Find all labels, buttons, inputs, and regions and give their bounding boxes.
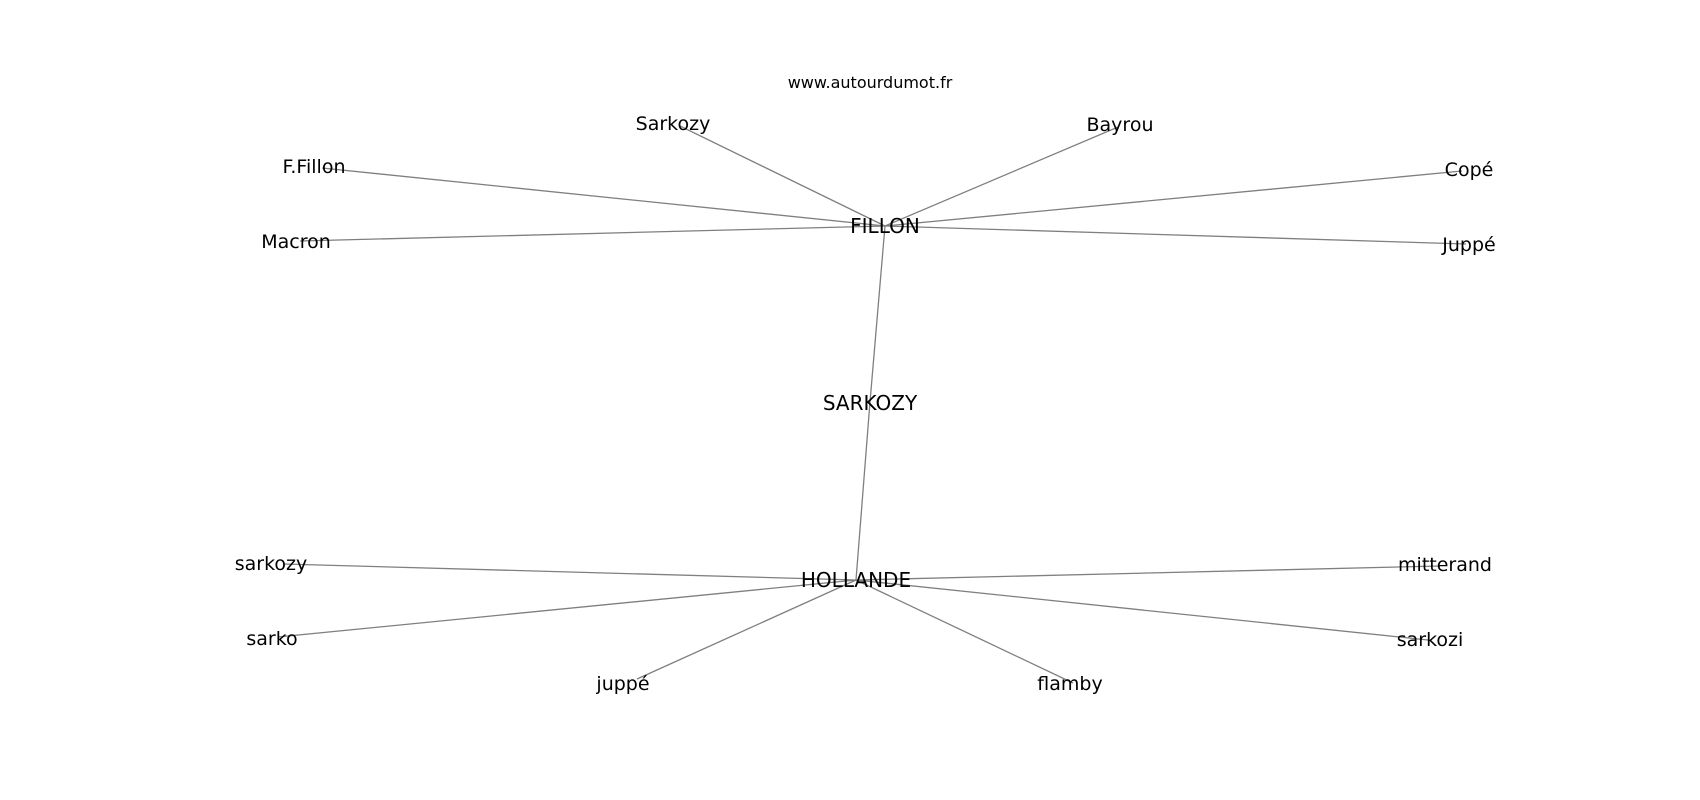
neighbor-label-sarkozy: Sarkozy [636,113,711,135]
edge-hollande-to-neighbor-4 [636,579,857,680]
edge-center-to-fillon [869,225,886,403]
edges-layer [277,125,1467,684]
neighbor-label-bayrou: Bayrou [1087,114,1154,136]
hub-node-label-hollande: HOLLANDE [801,568,911,592]
neighbor-label-sarko: sarko [246,628,297,650]
edge-fillon-to-neighbor-3 [884,170,1463,227]
edge-fillon-to-neighbor-2 [321,167,886,227]
edge-hollande-to-neighbor-1 [855,565,1441,581]
neighbor-label-cope: Copé [1445,159,1494,181]
neighbor-label-mitterand: mitterand [1398,554,1492,576]
neighbor-label-sarkozi: sarkozi [1397,629,1464,651]
edge-hollande-to-neighbor-2 [277,579,857,638]
edge-hollande-to-neighbor-3 [855,579,1429,641]
neighbor-label-juppe: Juppé [1441,234,1495,256]
neighbor-label-sarkozy-lower: sarkozy [235,553,308,575]
edge-center-to-hollande [855,401,871,581]
center-node-label: SARKOZY [823,391,918,415]
labels-layer: www.autourdumot.fr SARKOZY FILLON Sarkoz… [235,73,1496,695]
edge-fillon-to-neighbor-0 [679,125,886,227]
hub-node-label-fillon: FILLON [850,214,920,238]
edge-hollande-to-neighbor-0 [282,563,857,581]
edge-fillon-to-neighbor-1 [884,126,1119,227]
site-watermark: www.autourdumot.fr [788,73,953,92]
neighbor-label-flamby: flamby [1037,673,1102,695]
neighbor-label-juppe-lower: juppé [595,673,649,695]
edge-fillon-to-neighbor-4 [299,225,886,242]
edge-hollande-to-neighbor-5 [855,579,1074,684]
neighbor-label-macron: Macron [261,231,331,253]
edge-fillon-to-neighbor-5 [884,225,1467,245]
neighbor-label-ffillon: F.Fillon [283,156,346,178]
